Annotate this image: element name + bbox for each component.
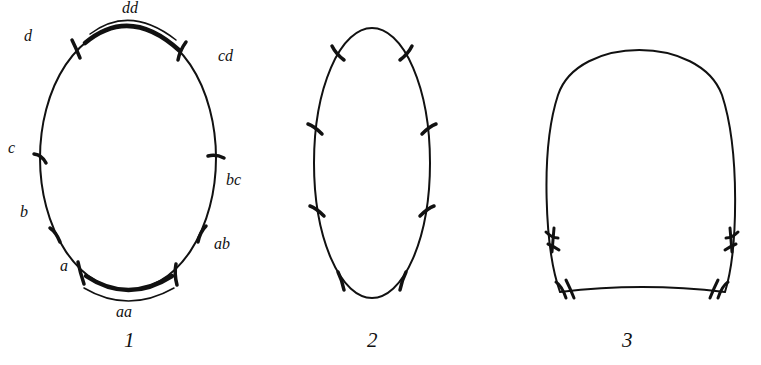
- segment-label: d: [24, 28, 32, 44]
- segment-label: b: [20, 204, 28, 220]
- cell-outline: [40, 26, 216, 290]
- bracket: [90, 20, 176, 40]
- chromosome-marks: [34, 40, 224, 285]
- segment-label: cd: [218, 48, 233, 64]
- segment-label: a: [60, 258, 68, 274]
- cell-outline: [546, 50, 735, 292]
- thick-segment: [86, 276, 172, 290]
- segment-label: aa: [116, 304, 132, 320]
- bracket: [84, 288, 174, 301]
- chromosome-marks: [308, 46, 436, 290]
- segment-label: ab: [214, 236, 230, 252]
- figure-number: 3: [622, 330, 633, 351]
- figure-number: 1: [124, 330, 135, 351]
- chromosome-marks: [546, 228, 738, 298]
- thick-segment: [85, 26, 180, 51]
- figure-number: 2: [367, 330, 378, 351]
- cell-outline: [314, 28, 430, 298]
- segment-label: c: [8, 140, 15, 156]
- segment-label: dd: [122, 0, 138, 16]
- segment-label: bc: [226, 172, 241, 188]
